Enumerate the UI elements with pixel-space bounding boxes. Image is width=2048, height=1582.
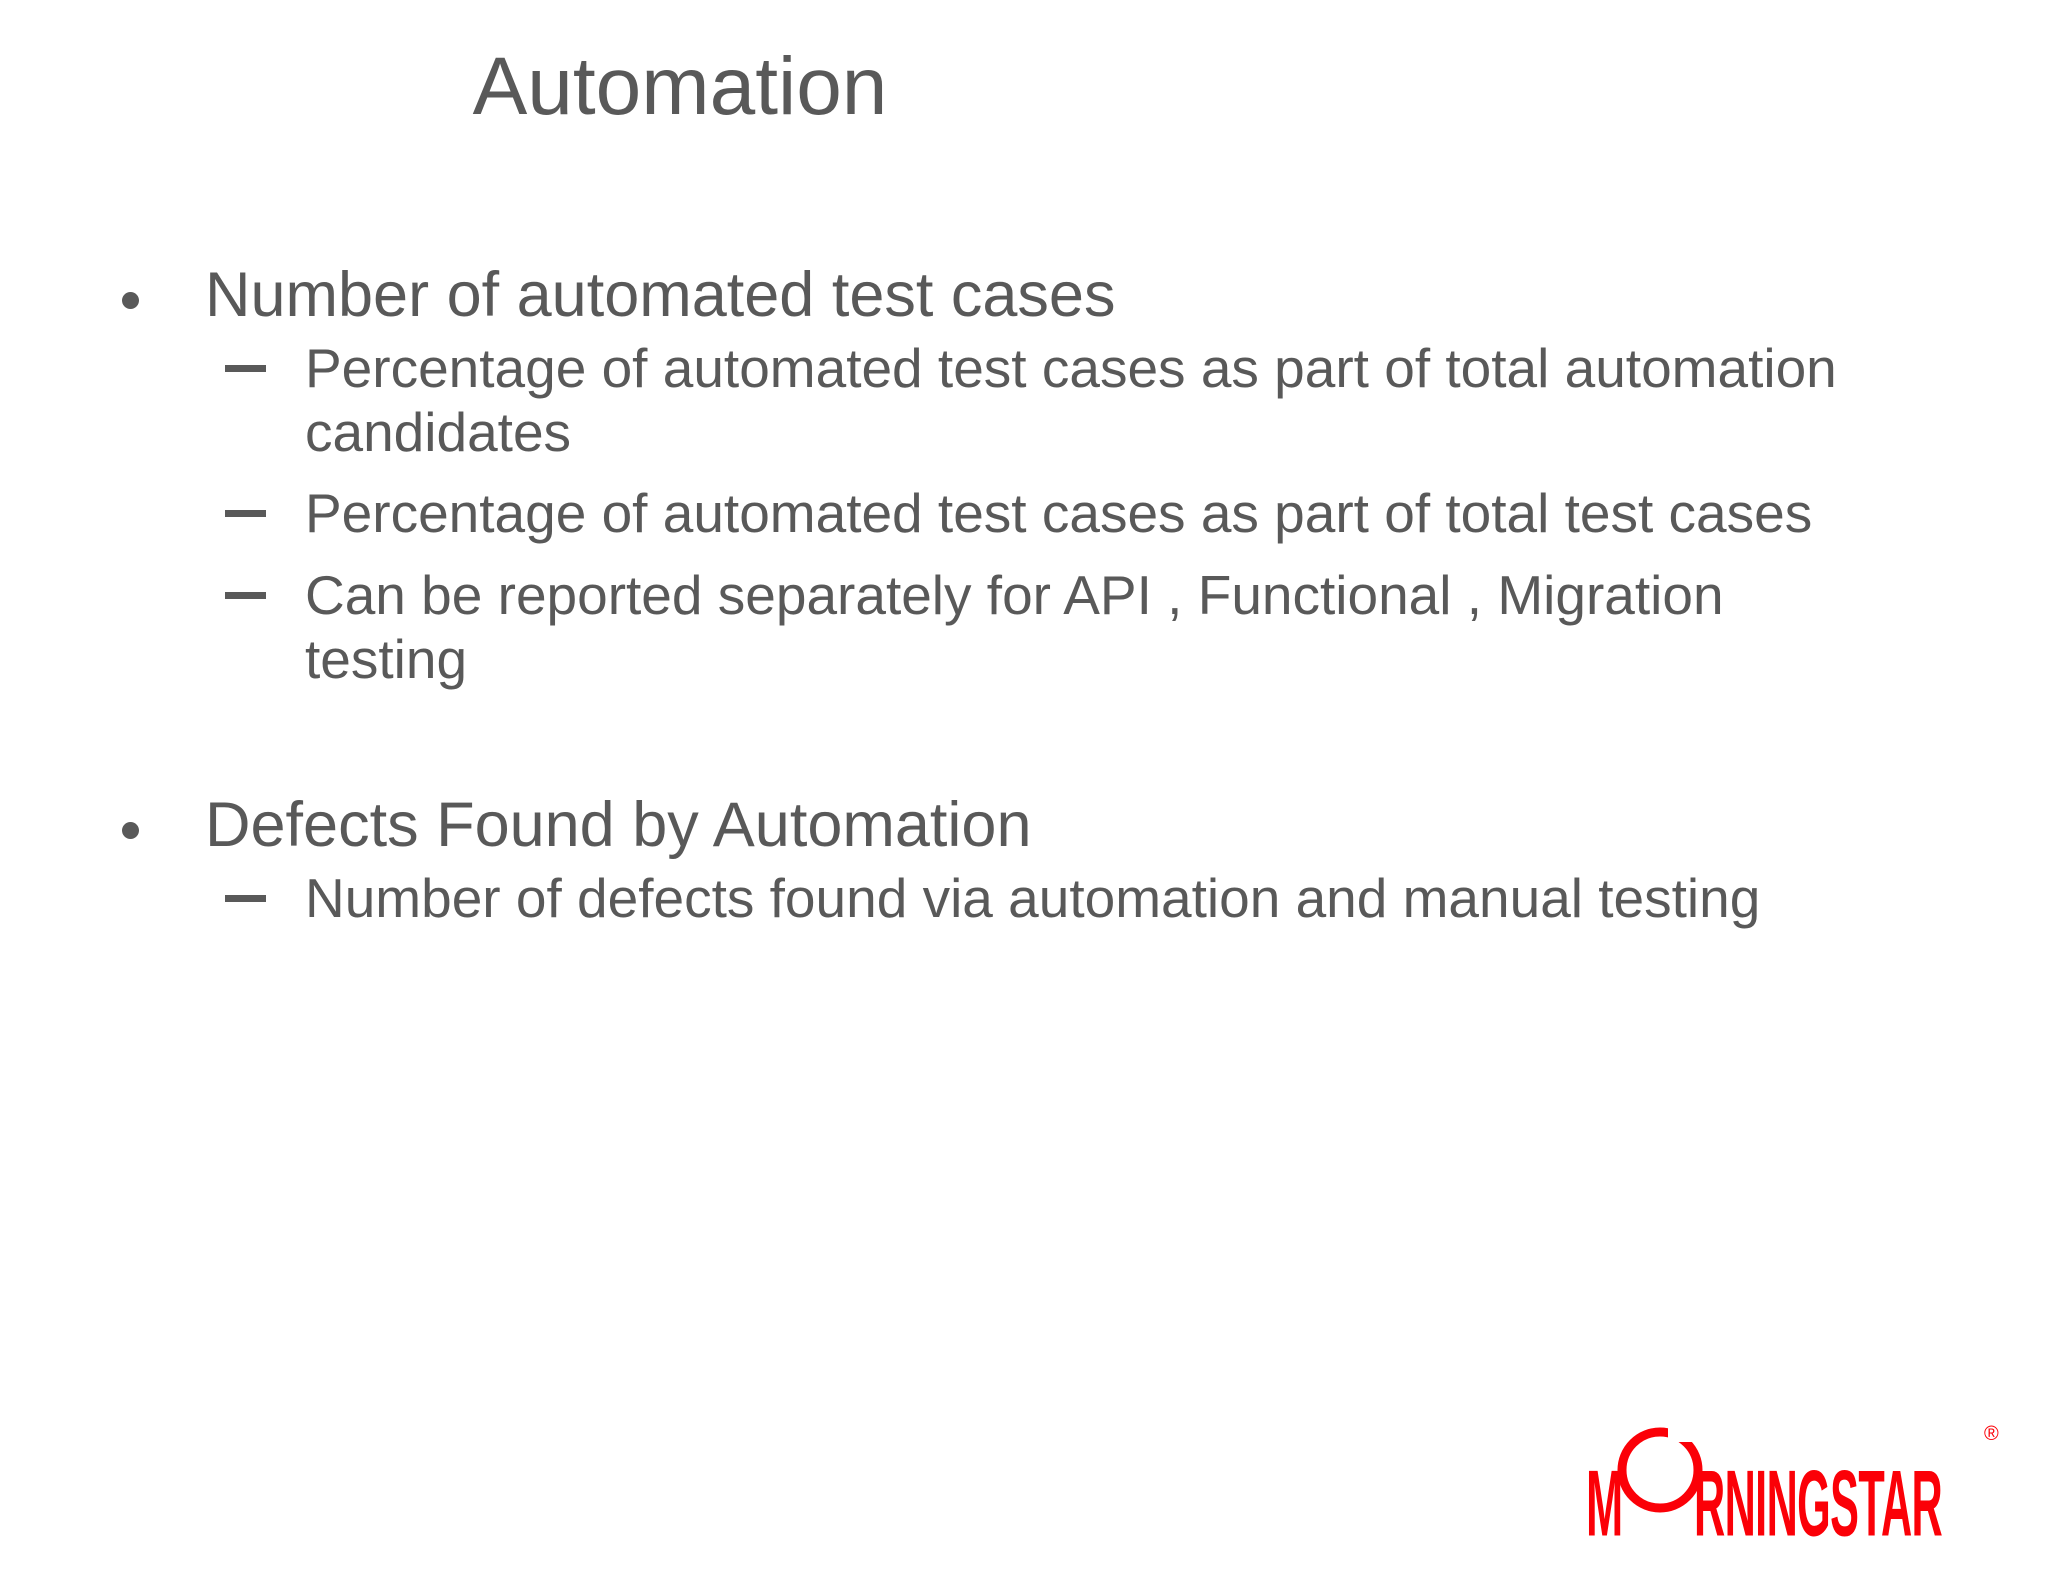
bullet-level1-label: Number of automated test cases bbox=[205, 260, 1116, 330]
logo-letters-rningstar: RNINGSTAR bbox=[1694, 1452, 1942, 1556]
bullet-level2: Percentage of automated test cases as pa… bbox=[0, 482, 2048, 546]
bullet-level2-label: Number of defects found via automation a… bbox=[305, 866, 1761, 929]
bullet-level1: Defects Found by Automation bbox=[0, 789, 2048, 860]
en-dash-bullet-icon bbox=[225, 564, 266, 600]
en-dash-bullet-icon bbox=[225, 482, 266, 518]
bullet-level2: Percentage of automated test cases as pa… bbox=[0, 337, 2048, 465]
page-title: Automation bbox=[472, 41, 888, 132]
bullet-level1-label: Defects Found by Automation bbox=[205, 789, 1032, 860]
logo-ring-o-icon bbox=[1617, 1420, 1703, 1513]
registered-mark-icon: ® bbox=[1984, 1423, 1999, 1445]
en-dash-bullet-icon bbox=[225, 867, 266, 902]
logo-letter-m: M bbox=[1586, 1451, 1623, 1556]
bullet-level2-label: Percentage of automated test cases as pa… bbox=[305, 482, 1813, 545]
round-bullet-icon bbox=[122, 792, 148, 839]
morningstar-logo: M RNINGSTAR ® bbox=[1586, 1412, 2006, 1556]
bullet-group-spacer bbox=[0, 710, 2048, 792]
bullet-level2: Number of defects found via automation a… bbox=[0, 867, 2048, 931]
slide-body: Number of automated test cases Percentag… bbox=[0, 262, 2048, 948]
bullet-level2-label: Can be reported separately for API , Fun… bbox=[305, 564, 1724, 690]
bullet-level2-label: Percentage of automated test cases as pa… bbox=[305, 336, 1837, 463]
round-bullet-icon bbox=[122, 262, 148, 309]
en-dash-bullet-icon bbox=[225, 337, 266, 372]
bullet-level1: Number of automated test cases bbox=[0, 262, 2048, 329]
bullet-level2: Can be reported separately for API , Fun… bbox=[0, 564, 2048, 692]
